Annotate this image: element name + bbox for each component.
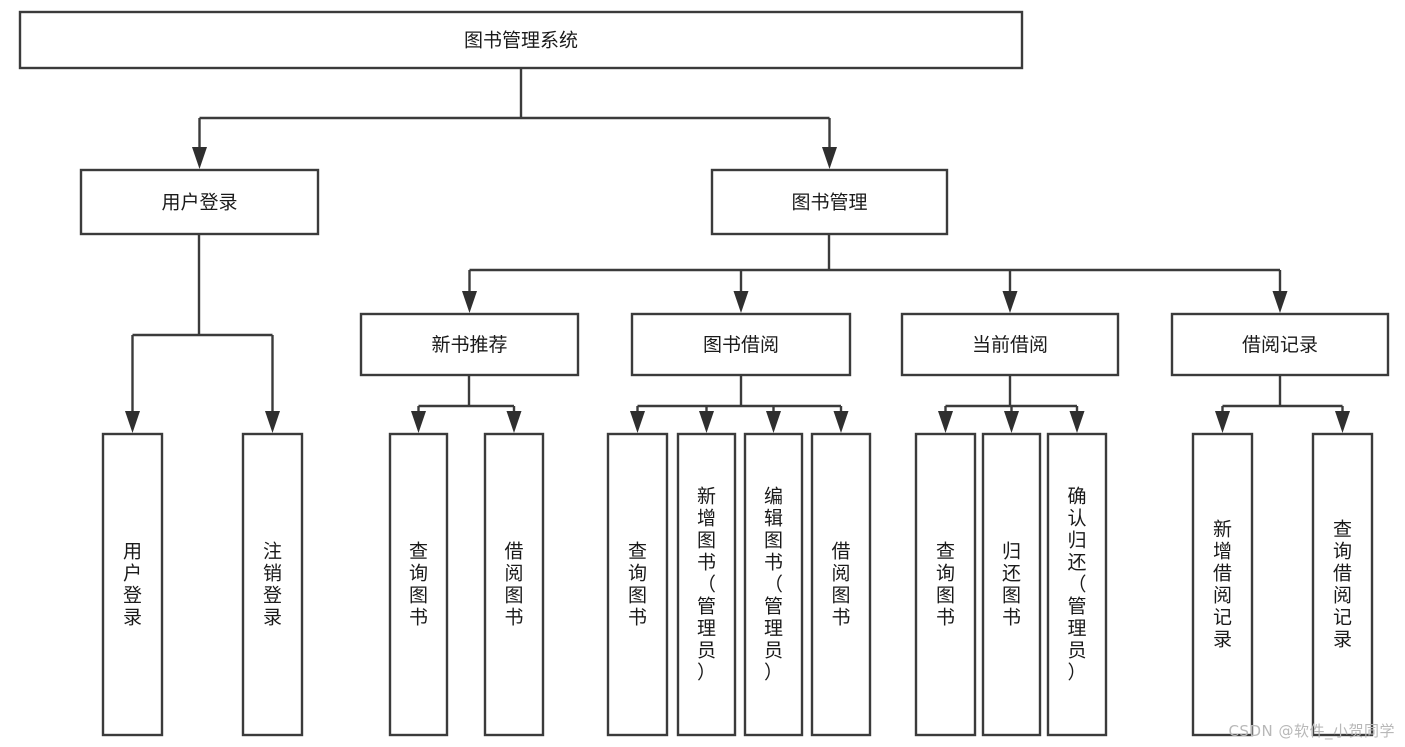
node-leaf-cb-confirm[interactable]: 确认归还（管理员） — [1046, 432, 1108, 737]
node-label: 图书管理 — [791, 192, 867, 214]
node-box[interactable] — [1191, 432, 1254, 737]
node-borrow-record[interactable]: 借阅记录 — [1170, 312, 1390, 377]
node-label: 新书推荐 — [431, 334, 507, 356]
node-leaf-user-login[interactable]: 用户登录 — [101, 432, 164, 737]
node-box[interactable] — [810, 432, 872, 737]
node-label: 归还图书 — [1002, 541, 1021, 629]
connector-current-borrow — [938, 375, 1085, 433]
node-leaf-bb-borrow[interactable]: 借阅图书 — [810, 432, 872, 737]
arrow-head-icon — [265, 411, 280, 433]
arrow-head-icon — [1335, 411, 1350, 433]
arrow-head-icon — [733, 291, 749, 313]
node-box[interactable] — [914, 432, 977, 737]
node-label: 新增借阅记录 — [1213, 519, 1232, 651]
node-box[interactable] — [1311, 432, 1374, 737]
node-label: 借阅图书 — [504, 541, 523, 629]
node-label: 当前借阅 — [972, 334, 1048, 356]
connector-book-manage — [462, 234, 1288, 313]
node-box[interactable] — [483, 432, 545, 737]
node-box[interactable] — [241, 432, 304, 737]
node-label: 注销登录 — [263, 541, 282, 629]
node-current-borrow[interactable]: 当前借阅 — [900, 312, 1120, 377]
node-label: 编辑图书（管理员） — [764, 486, 783, 684]
node-book-manage[interactable]: 图书管理 — [710, 168, 949, 236]
node-box[interactable] — [101, 432, 164, 737]
node-box[interactable] — [359, 312, 580, 377]
node-label: 借阅图书 — [831, 541, 850, 629]
node-box[interactable] — [1170, 312, 1390, 377]
node-label: 查询图书 — [409, 541, 428, 629]
csdn-watermark: CSDN @软件_小贺同学 — [1228, 722, 1395, 740]
node-leaf-cb-query[interactable]: 查询图书 — [914, 432, 977, 737]
arrow-head-icon — [125, 411, 140, 433]
arrow-head-icon — [462, 291, 477, 313]
node-root[interactable]: 图书管理系统 — [18, 10, 1024, 70]
node-leaf-bb-add[interactable]: 新增图书（管理员） — [676, 432, 737, 737]
node-box[interactable] — [676, 432, 737, 737]
node-label: 图书管理系统 — [464, 30, 578, 52]
node-box[interactable] — [79, 168, 320, 236]
node-label: 查询图书 — [628, 541, 647, 629]
arrow-head-icon — [1069, 411, 1085, 433]
node-box[interactable] — [900, 312, 1120, 377]
connector-borrow-record — [1215, 375, 1350, 433]
arrow-head-icon — [411, 411, 426, 433]
node-leaf-br-query[interactable]: 查询借阅记录 — [1311, 432, 1374, 737]
node-leaf-bb-edit[interactable]: 编辑图书（管理员） — [743, 432, 804, 737]
arrow-head-icon — [1002, 291, 1018, 313]
node-leaf-rec-borrow[interactable]: 借阅图书 — [483, 432, 545, 737]
node-label: 用户登录 — [123, 541, 142, 629]
node-label: 新增图书（管理员） — [697, 486, 716, 684]
arrow-head-icon — [506, 411, 522, 433]
arrow-head-icon — [1215, 411, 1230, 433]
arrow-head-icon — [766, 411, 781, 433]
connector-user-login — [125, 234, 280, 433]
arrow-head-icon — [192, 147, 207, 169]
arrow-head-icon — [1272, 291, 1288, 313]
node-leaf-cb-return[interactable]: 归还图书 — [981, 432, 1042, 737]
node-new-book-rec[interactable]: 新书推荐 — [359, 312, 580, 377]
node-leaf-rec-query[interactable]: 查询图书 — [388, 432, 449, 737]
node-box[interactable] — [388, 432, 449, 737]
arrow-head-icon — [822, 147, 837, 169]
node-label: 用户登录 — [161, 192, 237, 214]
node-leaf-logout[interactable]: 注销登录 — [241, 432, 304, 737]
node-leaf-bb-query[interactable]: 查询图书 — [606, 432, 669, 737]
node-box[interactable] — [18, 10, 1024, 70]
node-box[interactable] — [743, 432, 804, 737]
node-box[interactable] — [630, 312, 852, 377]
node-box[interactable] — [981, 432, 1042, 737]
node-box[interactable] — [606, 432, 669, 737]
node-user-login[interactable]: 用户登录 — [79, 168, 320, 236]
node-box[interactable] — [710, 168, 949, 236]
connector-new-book-rec — [411, 375, 522, 433]
node-box[interactable] — [1046, 432, 1108, 737]
connector-root — [192, 68, 837, 169]
arrow-head-icon — [938, 411, 953, 433]
node-label: 图书借阅 — [703, 334, 779, 356]
arrow-head-icon — [630, 411, 645, 433]
node-label: 查询借阅记录 — [1333, 519, 1352, 651]
node-book-borrow[interactable]: 图书借阅 — [630, 312, 852, 377]
connector-book-borrow — [630, 375, 849, 433]
node-label: 借阅记录 — [1242, 334, 1318, 356]
connector-layer — [125, 68, 1350, 433]
arrow-head-icon — [699, 411, 714, 433]
node-label: 查询图书 — [936, 541, 955, 629]
node-label: 确认归还（管理员） — [1067, 486, 1086, 684]
node-leaf-br-add[interactable]: 新增借阅记录 — [1191, 432, 1254, 737]
arrow-head-icon — [1004, 411, 1019, 433]
node-layer: 图书管理系统用户登录图书管理新书推荐图书借阅当前借阅借阅记录用户登录注销登录查询… — [18, 10, 1390, 737]
arrow-head-icon — [833, 411, 849, 433]
